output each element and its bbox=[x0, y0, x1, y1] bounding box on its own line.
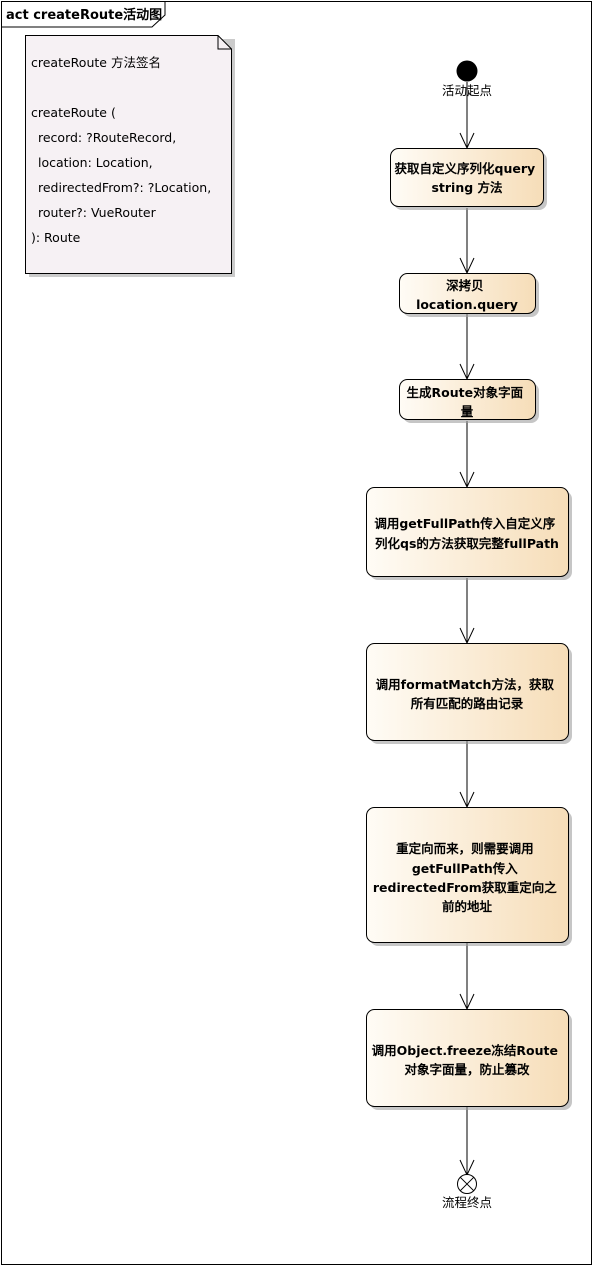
note-line: createRoute 方法签名 bbox=[31, 55, 161, 70]
activity-label: 重定向而来，则需要调用 getFullPath传入 redirectedFrom… bbox=[373, 841, 561, 914]
activity-node: 调用formatMatch方法，获取 所有匹配的路由记录 bbox=[366, 643, 572, 744]
note-line: createRoute ( bbox=[31, 105, 116, 120]
activity-label: 生成Route对象字面 量 bbox=[407, 385, 528, 419]
activity-box bbox=[366, 1009, 569, 1107]
note-line: location: Location, bbox=[38, 155, 153, 170]
note-body bbox=[25, 35, 232, 274]
end-label: 流程终点 bbox=[442, 1195, 492, 1210]
activity-box bbox=[366, 807, 569, 943]
initial-node-dot bbox=[456, 60, 478, 82]
activity-label: 调用formatMatch方法，获取 所有匹配的路由记录 bbox=[376, 677, 559, 711]
activity-label: 深拷贝 location.query bbox=[416, 278, 518, 312]
activity-label: 获取自定义序列化query string 方法 bbox=[395, 161, 540, 195]
signature-note: createRoute 方法签名 createRoute ( record: ?… bbox=[25, 35, 235, 277]
activity-box bbox=[399, 273, 536, 314]
frame-tab bbox=[1, 1, 166, 28]
activity-node: 获取自定义序列化query string 方法 bbox=[390, 148, 547, 210]
activity-node: 生成Route对象字面 量 bbox=[399, 379, 539, 423]
note-line: router?: VueRouter bbox=[38, 205, 157, 220]
activity-node: 重定向而来，则需要调用 getFullPath传入 redirectedFrom… bbox=[366, 807, 572, 946]
note-line: redirectedFrom?: ?Location, bbox=[38, 180, 211, 195]
activity-node: 深拷贝 location.query bbox=[399, 273, 539, 317]
note-text: createRoute 方法签名 createRoute ( record: ?… bbox=[31, 55, 215, 245]
flow-final-cross bbox=[459, 1176, 475, 1192]
frame-title: act createRoute活动图 bbox=[6, 7, 162, 23]
activity-label: 调用Object.freeze冻结Route 对象字面量，防止篡改 bbox=[372, 1043, 563, 1077]
note-line: ): Route bbox=[31, 230, 81, 245]
activity-box bbox=[399, 379, 536, 420]
note-line: record: ?RouteRecord, bbox=[38, 130, 176, 145]
activity-box bbox=[366, 643, 569, 741]
activity-box bbox=[366, 487, 569, 577]
activity-label: 调用getFullPath传入自定义序 列化qs的方法获取完整fullPath bbox=[374, 516, 559, 551]
note-fold bbox=[217, 35, 232, 50]
flow-final-node: 流程终点 bbox=[442, 1174, 492, 1210]
activity-node: 调用Object.freeze冻结Route 对象字面量，防止篡改 bbox=[366, 1009, 572, 1110]
activity-node: 调用getFullPath传入自定义序 列化qs的方法获取完整fullPath bbox=[366, 487, 572, 580]
activity-box bbox=[390, 148, 544, 207]
